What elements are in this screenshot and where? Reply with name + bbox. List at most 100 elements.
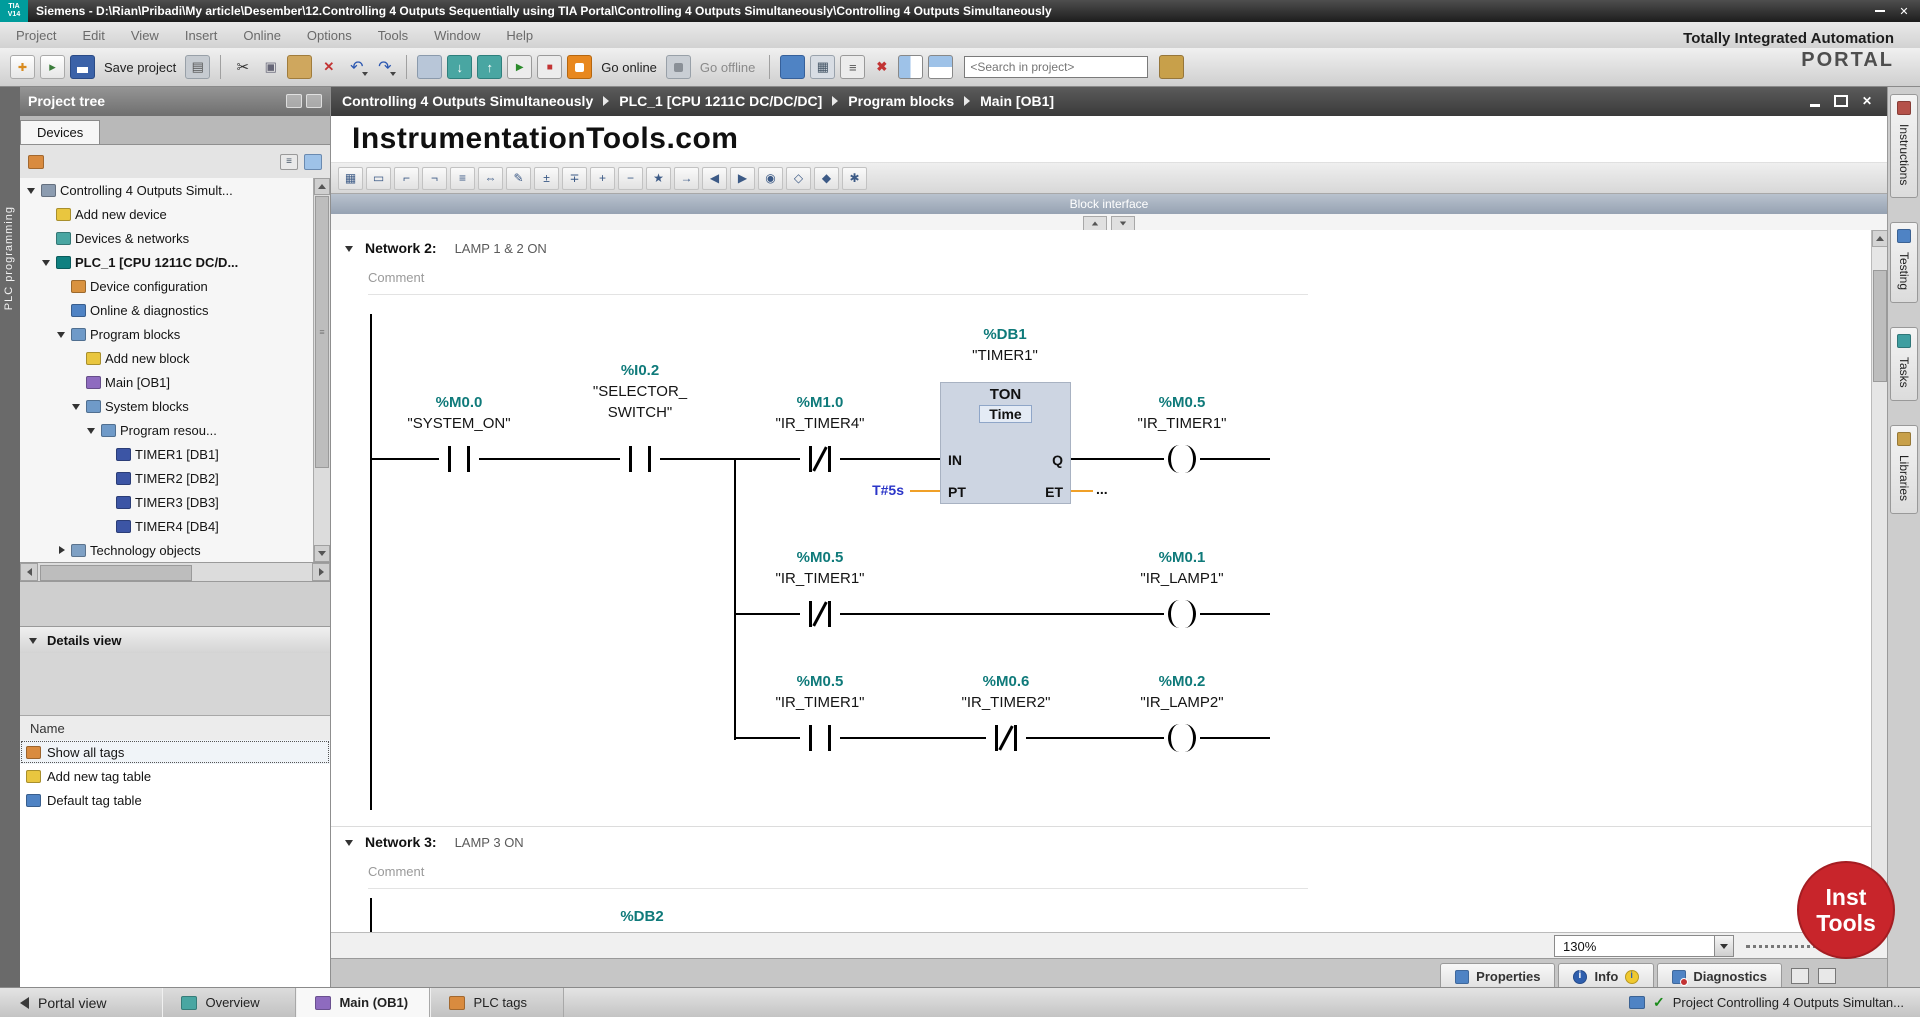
expander-icon[interactable]: [26, 185, 37, 196]
new-tag-icon[interactable]: [28, 154, 44, 169]
no-contact-selector-switch[interactable]: [620, 442, 660, 476]
tag-selector-switch[interactable]: %I0.2 "SELECTOR_ SWITCH": [584, 360, 696, 423]
network-2-title[interactable]: LAMP 1 & 2 ON: [454, 240, 547, 256]
breadcrumb-program-blocks[interactable]: Program blocks: [848, 93, 955, 109]
go-offline-icon[interactable]: [665, 55, 691, 79]
editor-close-icon[interactable]: [1858, 92, 1876, 110]
expander-icon[interactable]: [86, 425, 97, 436]
expander-icon[interactable]: [41, 257, 52, 268]
split-horizontal-icon[interactable]: [898, 55, 924, 79]
split-vertical-icon[interactable]: [928, 55, 954, 79]
coil-ir-timer1[interactable]: [1164, 442, 1200, 476]
close-icon[interactable]: [1894, 3, 1914, 19]
settings-icon[interactable]: ✱: [842, 166, 867, 190]
new-project-icon[interactable]: [10, 55, 35, 79]
go-online-button[interactable]: Go online: [601, 59, 657, 75]
insert-network-icon[interactable]: ▦: [338, 166, 363, 190]
collapse-network-icon[interactable]: [344, 837, 355, 848]
editor-vertical-scrollbar[interactable]: [1871, 230, 1888, 932]
block-interface-bar[interactable]: Block interface: [330, 194, 1888, 214]
float-window-icon[interactable]: [1818, 968, 1836, 984]
monitoring-on-off-icon[interactable]: ◉: [758, 166, 783, 190]
editor-minimize-icon[interactable]: [1806, 92, 1824, 110]
tab-testing[interactable]: Testing: [1890, 222, 1918, 304]
tree-item[interactable]: Add new device: [20, 202, 330, 226]
network-2-comment[interactable]: Comment: [368, 270, 425, 285]
tag-ir-timer4[interactable]: %M1.0 "IR_TIMER4": [745, 392, 895, 434]
tree-item[interactable]: TIMER3 [DB3]: [20, 490, 330, 514]
scrollbar-thumb[interactable]: [1873, 270, 1887, 382]
tree-horizontal-scrollbar[interactable]: [20, 563, 330, 582]
splitter-up-icon[interactable]: [1083, 215, 1107, 231]
tag-ir-timer1-nc[interactable]: %M0.5 "IR_TIMER1": [745, 547, 895, 589]
menu-item[interactable]: Project: [16, 27, 57, 43]
nc-contact-ir-timer4[interactable]: [800, 442, 840, 476]
expander-icon[interactable]: [71, 401, 82, 412]
details-view-header[interactable]: Details view: [20, 626, 330, 654]
scroll-up-icon[interactable]: [314, 178, 330, 195]
print-icon[interactable]: [185, 55, 211, 79]
snapshot-icon[interactable]: ◇: [786, 166, 811, 190]
breadcrumb-plc[interactable]: PLC_1 [CPU 1211C DC/DC/DC]: [619, 93, 823, 109]
close-branch-icon[interactable]: ¬: [422, 166, 447, 190]
network-2-header[interactable]: Network 2: LAMP 1 & 2 ON: [344, 240, 547, 256]
taskbar-main-ob1[interactable]: Main (OB1): [296, 988, 431, 1017]
collapse-details-icon[interactable]: [28, 635, 39, 646]
paste-icon[interactable]: [287, 55, 313, 79]
expander-icon[interactable]: [101, 497, 112, 508]
menu-item[interactable]: Window: [434, 27, 481, 43]
scrollbar-thumb[interactable]: [40, 565, 192, 581]
tag-ir-timer2[interactable]: %M0.6 "IR_TIMER2": [931, 671, 1081, 713]
expander-icon[interactable]: [41, 233, 52, 244]
expander-icon[interactable]: [101, 521, 112, 532]
start-cpu-icon[interactable]: [507, 55, 533, 79]
chevron-down-icon[interactable]: [1714, 936, 1733, 956]
breadcrumb-project[interactable]: Controlling 4 Outputs Simultaneously: [342, 93, 594, 109]
open-project-icon[interactable]: [40, 55, 65, 79]
open-editor-icon[interactable]: [304, 153, 322, 170]
dock-window-icon[interactable]: [1791, 968, 1809, 984]
tab-libraries[interactable]: Libraries: [1890, 425, 1918, 515]
expander-icon[interactable]: [101, 473, 112, 484]
ton-timer-block[interactable]: TON Time IN Q PT ET: [940, 382, 1071, 504]
network-3-title[interactable]: LAMP 3 ON: [454, 834, 524, 850]
menu-item[interactable]: Tools: [377, 27, 409, 43]
search-input[interactable]: [964, 56, 1149, 78]
pin-q[interactable]: Q: [1052, 452, 1063, 468]
tree-vertical-scrollbar[interactable]: [313, 178, 330, 562]
tag-timer1-db[interactable]: %DB1 "TIMER1": [930, 324, 1080, 366]
tree-item[interactable]: TIMER4 [DB4]: [20, 514, 330, 538]
et-output-placeholder[interactable]: ...: [1096, 481, 1108, 497]
minimize-icon[interactable]: [1870, 3, 1890, 19]
tree-item[interactable]: Devices & networks: [20, 226, 330, 250]
tree-item[interactable]: PLC_1 [CPU 1211C DC/D...: [20, 250, 330, 274]
tree-item[interactable]: Technology objects: [20, 538, 330, 562]
expander-icon[interactable]: [71, 377, 82, 388]
scrollbar-thumb[interactable]: [315, 196, 329, 468]
tree-item[interactable]: Controlling 4 Outputs Simult...: [20, 178, 330, 202]
tag-ir-timer1-no[interactable]: %M0.5 "IR_TIMER1": [745, 671, 895, 713]
expander-icon[interactable]: [71, 353, 82, 364]
collapse-operands-icon[interactable]: ∓: [562, 166, 587, 190]
favorites-icon[interactable]: ★: [646, 166, 671, 190]
network-3-header[interactable]: Network 3: LAMP 3 ON: [344, 834, 524, 850]
tag-ir-timer1-coil[interactable]: %M0.5 "IR_TIMER1": [1107, 392, 1257, 434]
cancel-icon[interactable]: [870, 56, 893, 78]
tab-devices[interactable]: Devices: [20, 120, 101, 144]
pin-et[interactable]: ET: [1045, 484, 1063, 500]
tab-instructions[interactable]: Instructions: [1890, 94, 1918, 199]
no-contact-system-on[interactable]: [439, 442, 479, 476]
add-empty-box-icon[interactable]: ▭: [366, 166, 391, 190]
resize-elements-icon[interactable]: ⇔: [478, 166, 503, 190]
load-snapshot-icon[interactable]: ◆: [814, 166, 839, 190]
expander-icon[interactable]: [56, 305, 67, 316]
scroll-left-icon[interactable]: [20, 563, 38, 581]
delete-icon[interactable]: [317, 56, 340, 78]
scroll-up-icon[interactable]: [1872, 230, 1888, 247]
menu-item[interactable]: Options: [306, 27, 352, 43]
save-project-button[interactable]: Save project: [104, 59, 177, 75]
tag-ir-lamp2[interactable]: %M0.2 "IR_LAMP2": [1107, 671, 1257, 713]
pin-pt[interactable]: PT: [948, 484, 966, 500]
collapse-network-icon[interactable]: [344, 243, 355, 254]
jump-to-label-icon[interactable]: →: [674, 166, 699, 190]
